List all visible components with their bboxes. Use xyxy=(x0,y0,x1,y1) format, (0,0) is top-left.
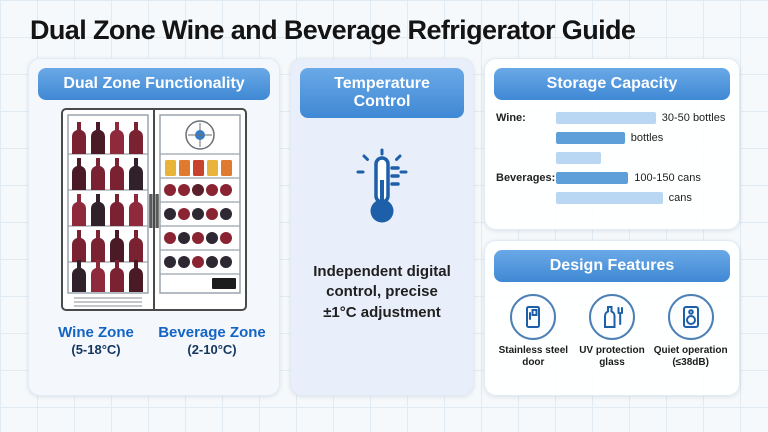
temperature-panel: Temperature Control Independent digital … xyxy=(290,58,474,396)
right-column: Storage Capacity Wine: 30-50 bottles bottl… xyxy=(484,58,740,396)
storage-panel: Storage Capacity Wine: 30-50 bottles bottl… xyxy=(484,58,740,231)
wine-zone-range: (5-18°C) xyxy=(71,342,121,357)
zone-labels: Wine Zone (5-18°C) Beverage Zone (2-10°C… xyxy=(38,324,270,357)
dual-zone-panel: Dual Zone Functionality xyxy=(28,58,280,396)
temperature-header: Temperature Control xyxy=(300,68,464,118)
storage-bar-value: cans xyxy=(668,192,692,204)
feature-stainless-door: Stainless steel door xyxy=(496,294,570,369)
storage-bar xyxy=(556,112,656,124)
storage-bar-value: 30-50 bottles xyxy=(661,112,726,124)
bottle-icon xyxy=(588,294,635,341)
temperature-body: Independent digital control, precise ±1°… xyxy=(300,118,464,386)
storage-row-label: Wine: xyxy=(496,112,526,124)
storage-bar-row xyxy=(496,152,728,164)
door-icon xyxy=(510,294,557,341)
storage-bar-value: 100-150 cans xyxy=(634,172,701,184)
feature-label: Stainless steel door xyxy=(498,345,569,369)
storage-header: Storage Capacity xyxy=(494,68,730,100)
page-title: Dual Zone Wine and Beverage Refrigerator… xyxy=(30,15,636,45)
infographic-page: Dual Zone Wine and Beverage Refrigerator… xyxy=(0,15,768,396)
storage-bar-row: Beverages: 100-150 cans xyxy=(496,172,728,184)
fan-icon xyxy=(185,120,215,150)
panels-row: Dual Zone Functionality xyxy=(0,58,768,396)
design-panel: Design Features Stai xyxy=(484,240,740,396)
feature-uv-glass: UV protection glass xyxy=(575,294,649,369)
storage-bar-row: cans xyxy=(496,192,728,204)
thermometer-icon xyxy=(356,148,408,223)
storage-bar-value: bottles xyxy=(630,132,664,144)
fridge-illustration xyxy=(38,106,270,318)
wine-zone-label: Wine Zone (5-18°C) xyxy=(38,324,154,357)
feature-quiet-operation: Quiet operation (≤38dB) xyxy=(654,294,728,369)
storage-bar-row: Wine: 30-50 bottles xyxy=(496,112,728,124)
beverage-zone-range: (2-10°C) xyxy=(187,342,237,357)
feature-label: UV protection glass xyxy=(579,345,645,369)
design-header: Design Features xyxy=(494,250,730,283)
storage-bar-row: bottles xyxy=(496,132,728,144)
storage-row-label: Beverages: xyxy=(496,172,556,184)
racked-bottles xyxy=(164,184,232,268)
dual-zone-header: Dual Zone Functionality xyxy=(38,68,270,100)
storage-bar xyxy=(556,192,663,204)
design-features: Stainless steel door UV protection gl xyxy=(494,294,730,386)
speaker-icon xyxy=(667,294,714,341)
storage-bar xyxy=(556,172,629,184)
beverage-zone-label: Beverage Zone (2-10°C) xyxy=(154,324,270,357)
wine-zone-name: Wine Zone xyxy=(58,324,134,341)
storage-bar xyxy=(556,132,625,144)
feature-label: Quiet operation (≤38dB) xyxy=(653,345,728,369)
fridge-drawing xyxy=(61,108,247,311)
temperature-description: Independent digital control, precise ±1°… xyxy=(313,263,451,321)
beverage-zone-name: Beverage Zone xyxy=(158,324,266,341)
beverage-cans xyxy=(165,160,232,176)
storage-bar xyxy=(556,152,601,164)
